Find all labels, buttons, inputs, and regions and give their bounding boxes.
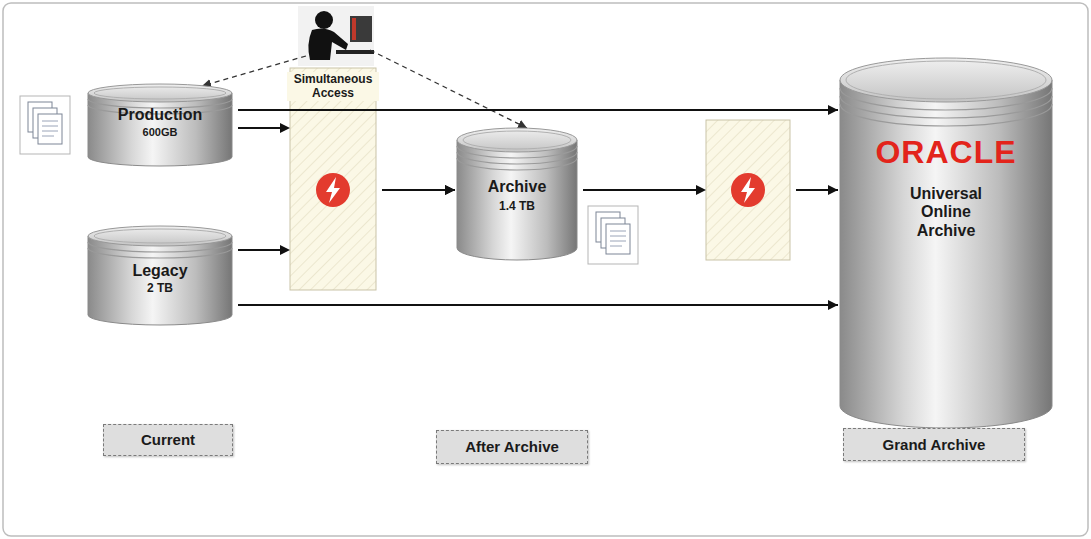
node-detail: 1.4 TB [499, 200, 535, 214]
icon-frame [588, 206, 638, 264]
lightning-badge [316, 173, 350, 207]
node-title: Archive [488, 178, 547, 196]
cylinder-lid-rim [94, 87, 226, 99]
cylinder-ring [457, 152, 577, 164]
cylinder-body [840, 80, 1052, 428]
lightning-badge [731, 173, 765, 207]
body [308, 28, 348, 60]
database-cylinder: Archive 1.4 TB [457, 128, 577, 260]
cylinder-lid [840, 58, 1052, 102]
cylinder-lid [88, 84, 232, 102]
icon-frame [20, 96, 70, 154]
lightning-bolt [741, 177, 755, 203]
cylinder-body [88, 236, 232, 325]
node-title: Grand Archive [883, 436, 986, 453]
flow-arrow [583, 189, 838, 191]
access-line [370, 50, 527, 128]
cylinder-outline [88, 84, 232, 166]
database-cylinder: Legacy 2 TB [88, 226, 232, 325]
stage-label-box: Grand Archive [843, 428, 1025, 461]
node-title: Production [118, 106, 202, 124]
cylinder-ring [457, 158, 577, 170]
cylinder-lid-rim [846, 61, 1046, 99]
page-lines [42, 121, 58, 136]
caption-label: Simultaneous Access [287, 72, 379, 101]
icon-ground [298, 6, 374, 66]
document-icon [588, 206, 638, 264]
cylinder-lid-rim [94, 229, 226, 243]
page [606, 224, 630, 254]
monitor [350, 16, 372, 42]
flow-arrow [238, 190, 455, 250]
node-title: Legacy [132, 262, 187, 280]
page-lines [610, 231, 626, 246]
cylinder-body [88, 93, 232, 166]
cylinder-ring [88, 248, 232, 258]
frame [3, 3, 1088, 536]
arrowhead [280, 245, 290, 255]
cylinder-lid [88, 226, 232, 246]
node-detail: 600GB [143, 126, 178, 139]
monitor-glow [352, 18, 356, 40]
cylinder-lid [457, 128, 577, 152]
database-cylinder: ORACLE Universal Online Archive [840, 58, 1052, 428]
node-title: ORACLE [875, 134, 1016, 171]
node-title: Current [141, 431, 195, 448]
database-cylinder: Production 600GB [88, 84, 232, 166]
user-icon [298, 6, 374, 66]
flow-arrow [238, 109, 838, 111]
cylinder-outline [840, 58, 1052, 428]
flow-arrow [238, 128, 455, 190]
flow-arrow [238, 304, 838, 306]
node-detail: 2 TB [147, 282, 173, 296]
head [315, 11, 333, 29]
panel-body [706, 120, 790, 260]
desk [336, 50, 374, 54]
node-detail: Universal Online Archive [891, 185, 1001, 240]
process-panel [706, 120, 790, 260]
node-title: After Archive [465, 438, 559, 455]
panel-body [290, 68, 376, 290]
lightning-bolt [326, 177, 340, 203]
document-icon [20, 96, 70, 154]
process-panel [290, 68, 376, 290]
cylinder-body [457, 140, 577, 260]
arrowhead [280, 123, 290, 133]
cylinder-ring [840, 104, 1052, 126]
stage-label-box: Current [103, 424, 233, 456]
cylinder-lid-rim [463, 131, 571, 149]
arrowhead [696, 185, 706, 195]
stage-label-box: After Archive [436, 430, 588, 464]
page [38, 114, 62, 144]
